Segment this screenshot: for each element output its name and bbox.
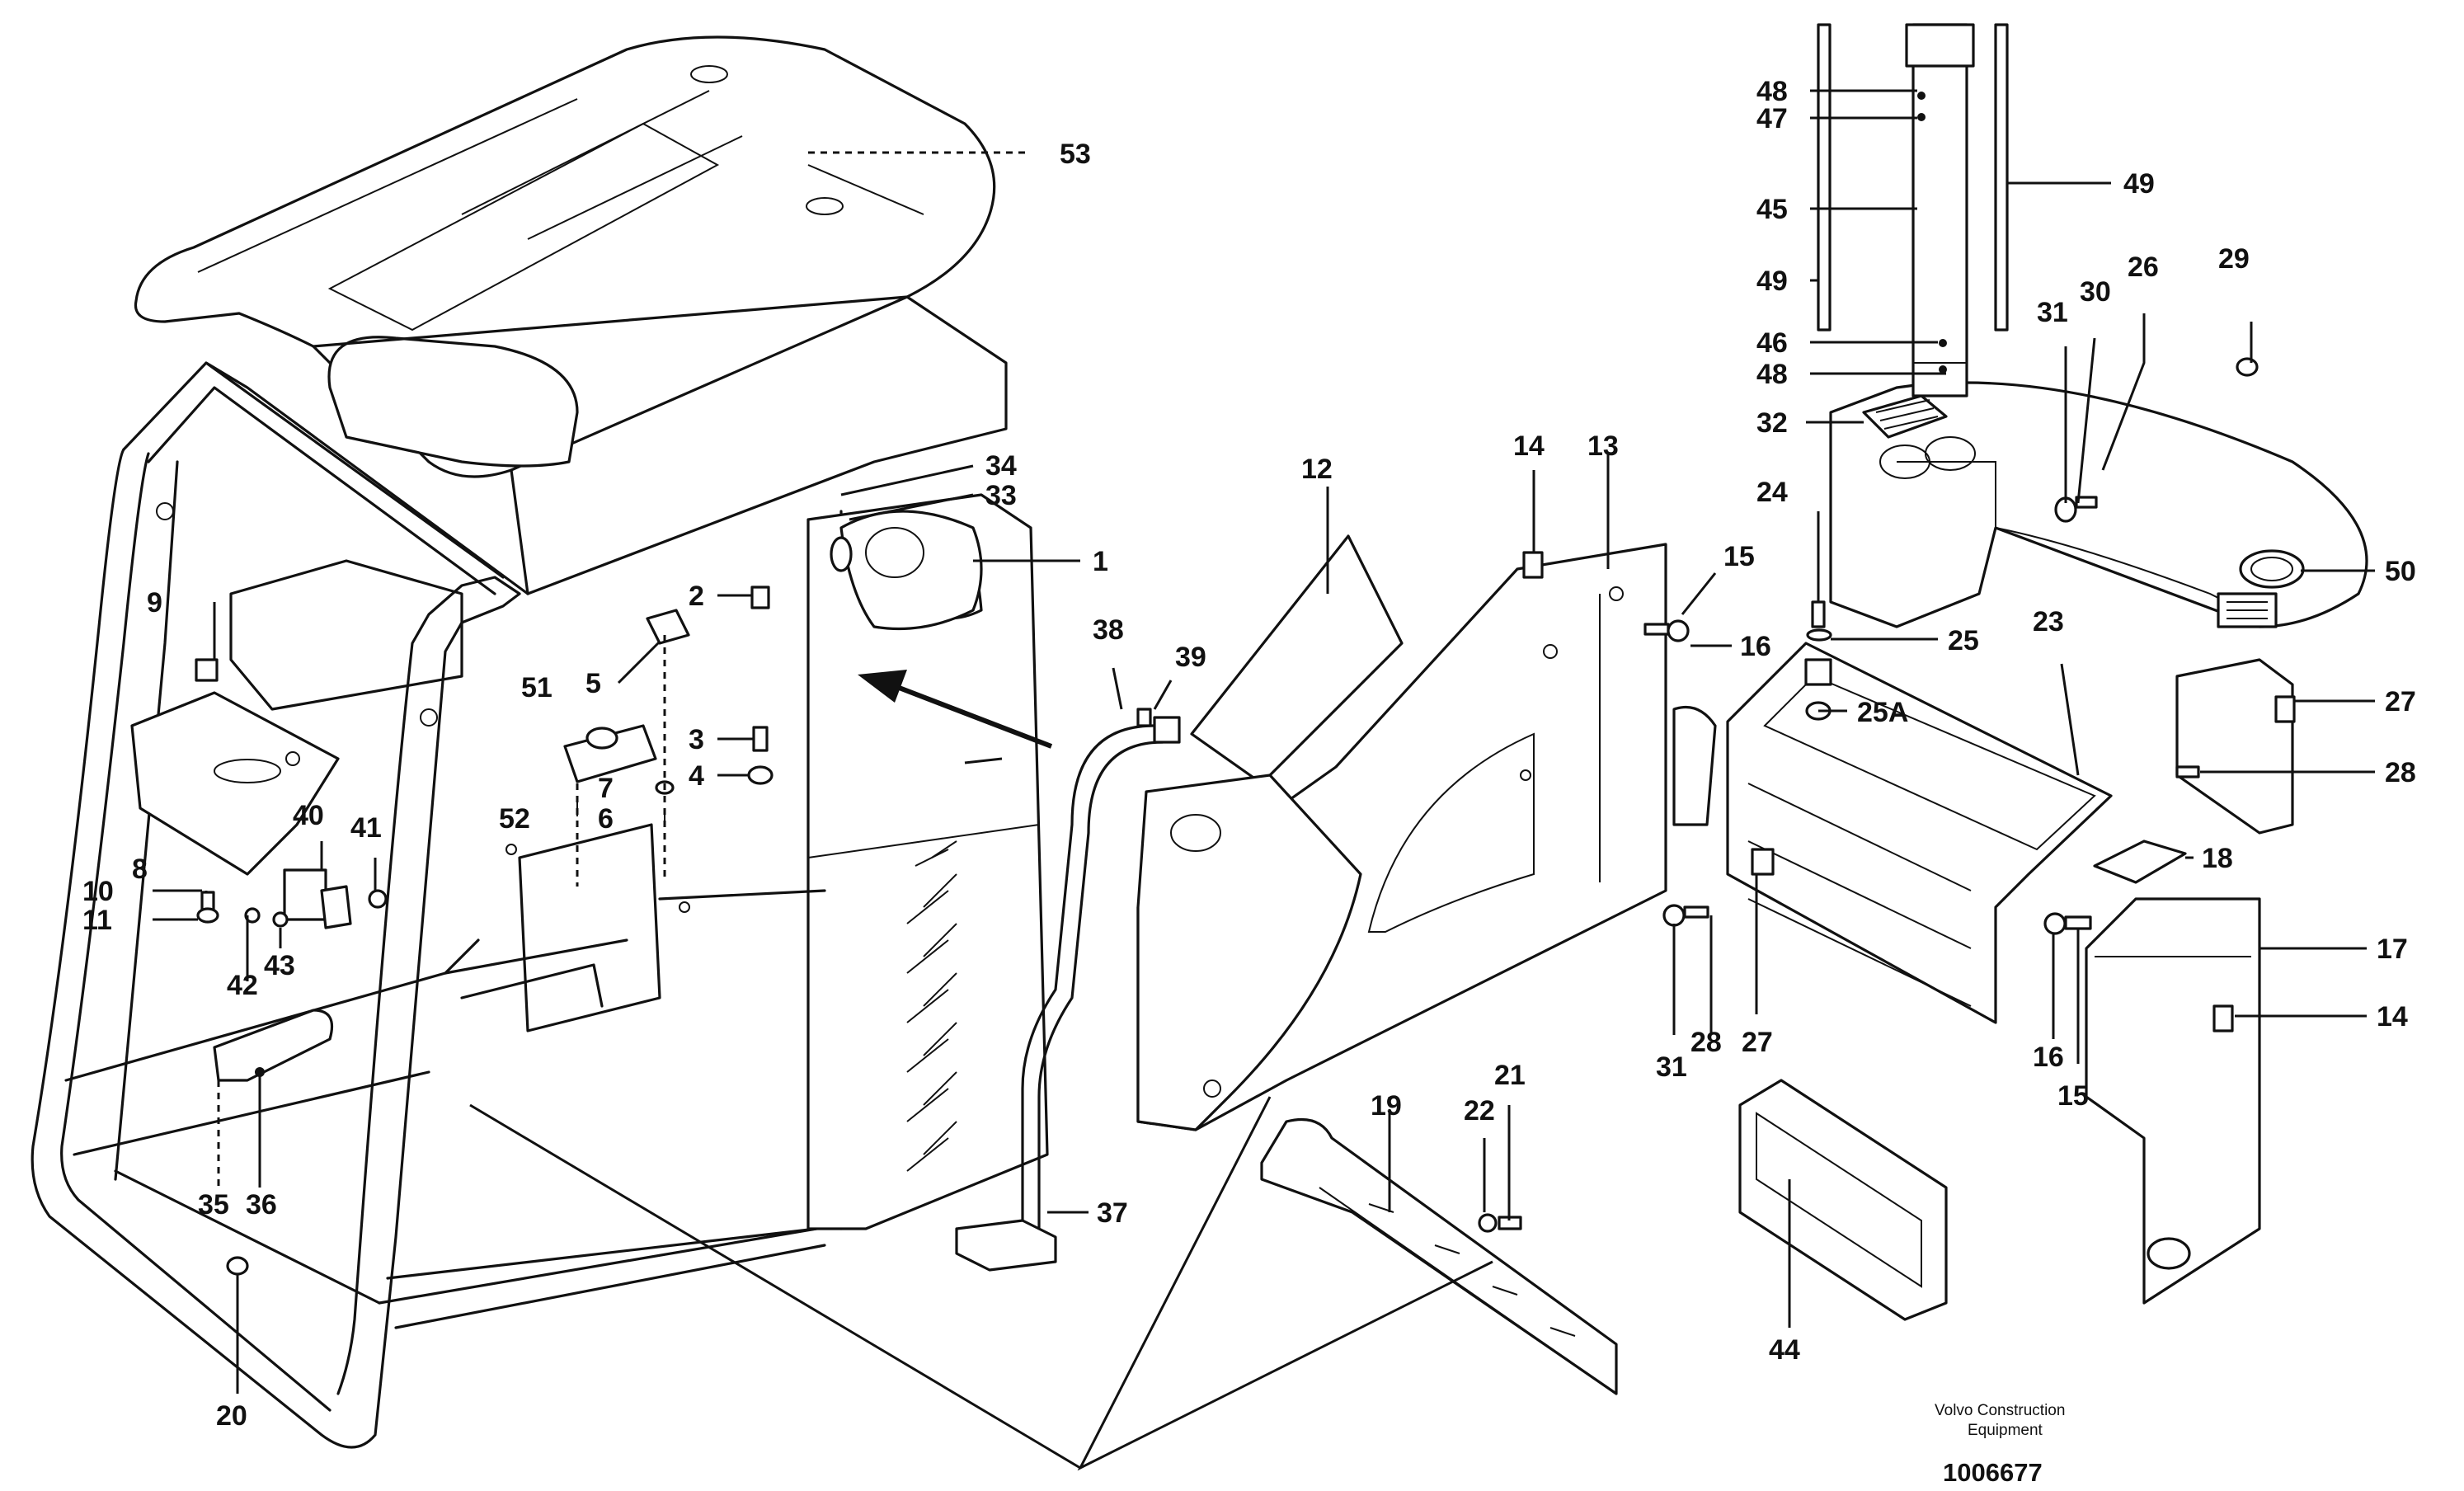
callout-labels: 53 1 34 33 2 5 3 4 51 7 6 52 9 8 40 41 1…: [82, 76, 2416, 1432]
callout-40: 40: [293, 800, 324, 831]
callout-31-mid: 31: [1656, 1051, 1687, 1083]
callout-17: 17: [2377, 934, 2408, 965]
filter-44: [1738, 1079, 1948, 1321]
callout-41: 41: [350, 812, 382, 844]
callout-49-right: 49: [2123, 168, 2155, 200]
callout-24: 24: [1756, 477, 1788, 508]
callout-20: 20: [216, 1400, 247, 1432]
callout-2: 2: [689, 581, 704, 612]
leader-lines: [153, 89, 2375, 1471]
callout-3: 3: [689, 724, 704, 755]
callout-34: 34: [985, 450, 1017, 482]
callout-9: 9: [147, 587, 162, 619]
callout-35: 35: [198, 1189, 229, 1221]
panel-17: [1522, 551, 2261, 1305]
callout-27-right: 27: [2385, 686, 2416, 717]
callout-32: 32: [1756, 407, 1788, 439]
callout-21: 21: [1494, 1060, 1526, 1091]
callout-25a: 25A: [1857, 697, 1908, 728]
callout-19: 19: [1371, 1090, 1402, 1122]
callout-47: 47: [1756, 103, 1788, 134]
callout-4: 4: [689, 760, 704, 792]
callout-7: 7: [598, 773, 614, 804]
callout-28-mid: 28: [1690, 1027, 1722, 1058]
callout-37: 37: [1097, 1197, 1128, 1229]
callout-16-top: 16: [1740, 631, 1771, 662]
callout-50: 50: [2385, 556, 2416, 587]
document-number: 1006677: [1943, 1458, 2043, 1487]
side-panel-13: [1136, 543, 1717, 1131]
callout-51: 51: [521, 672, 553, 703]
callout-36: 36: [246, 1189, 277, 1221]
footer: Volvo Construction Equipment 1006677: [1935, 1402, 2065, 1487]
tray-26: [1829, 357, 2368, 835]
callout-12: 12: [1301, 454, 1333, 485]
callout-22: 22: [1464, 1095, 1495, 1126]
callout-48-upper: 48: [1756, 76, 1788, 107]
tube-45: [1817, 23, 2009, 397]
callout-15-bottom: 15: [2057, 1080, 2089, 1112]
callout-27-mid: 27: [1742, 1027, 1773, 1058]
callout-13: 13: [1587, 430, 1619, 462]
heater-unit: [830, 510, 983, 631]
callout-46: 46: [1756, 327, 1788, 359]
brand-line-2: Equipment: [1968, 1422, 2043, 1439]
glass-12: [1190, 534, 1404, 785]
box-23: [1726, 600, 2113, 1024]
brand-line-1: Volvo Construction: [1935, 1402, 2065, 1419]
callout-23: 23: [2033, 606, 2064, 637]
callout-11: 11: [82, 905, 112, 936]
callout-8: 8: [132, 854, 148, 885]
callout-10: 10: [82, 876, 114, 907]
callout-14-bottom: 14: [2377, 1001, 2408, 1032]
rail-19: [1260, 1117, 1618, 1395]
roof-panel: [134, 35, 1008, 595]
callout-49-left: 49: [1756, 266, 1788, 297]
callout-28-right: 28: [2385, 757, 2416, 788]
callout-15-top: 15: [1723, 541, 1755, 572]
callout-25: 25: [1948, 625, 1979, 656]
callout-39: 39: [1175, 642, 1206, 673]
callout-26: 26: [2128, 252, 2159, 283]
callout-45: 45: [1756, 194, 1788, 225]
rod-37: [955, 708, 1181, 1272]
callout-29: 29: [2218, 243, 2250, 275]
callout-44: 44: [1769, 1334, 1800, 1366]
callout-5: 5: [585, 668, 601, 699]
callout-16-bottom: 16: [2033, 1042, 2064, 1073]
callout-53: 53: [1060, 139, 1091, 170]
callout-33: 33: [985, 480, 1017, 511]
callout-42: 42: [227, 970, 258, 1001]
direction-arrow: [858, 670, 1053, 749]
callout-31-top: 31: [2037, 297, 2068, 328]
callout-43: 43: [264, 950, 295, 981]
callout-52: 52: [499, 803, 530, 835]
left-panel-group: [130, 586, 774, 1276]
callout-14-top: 14: [1513, 430, 1545, 462]
callout-1: 1: [1093, 546, 1108, 577]
callout-30: 30: [2080, 276, 2111, 308]
callout-48-lower: 48: [1756, 359, 1788, 390]
callout-18: 18: [2202, 843, 2233, 874]
callout-6: 6: [598, 803, 614, 835]
callout-38: 38: [1093, 614, 1124, 646]
